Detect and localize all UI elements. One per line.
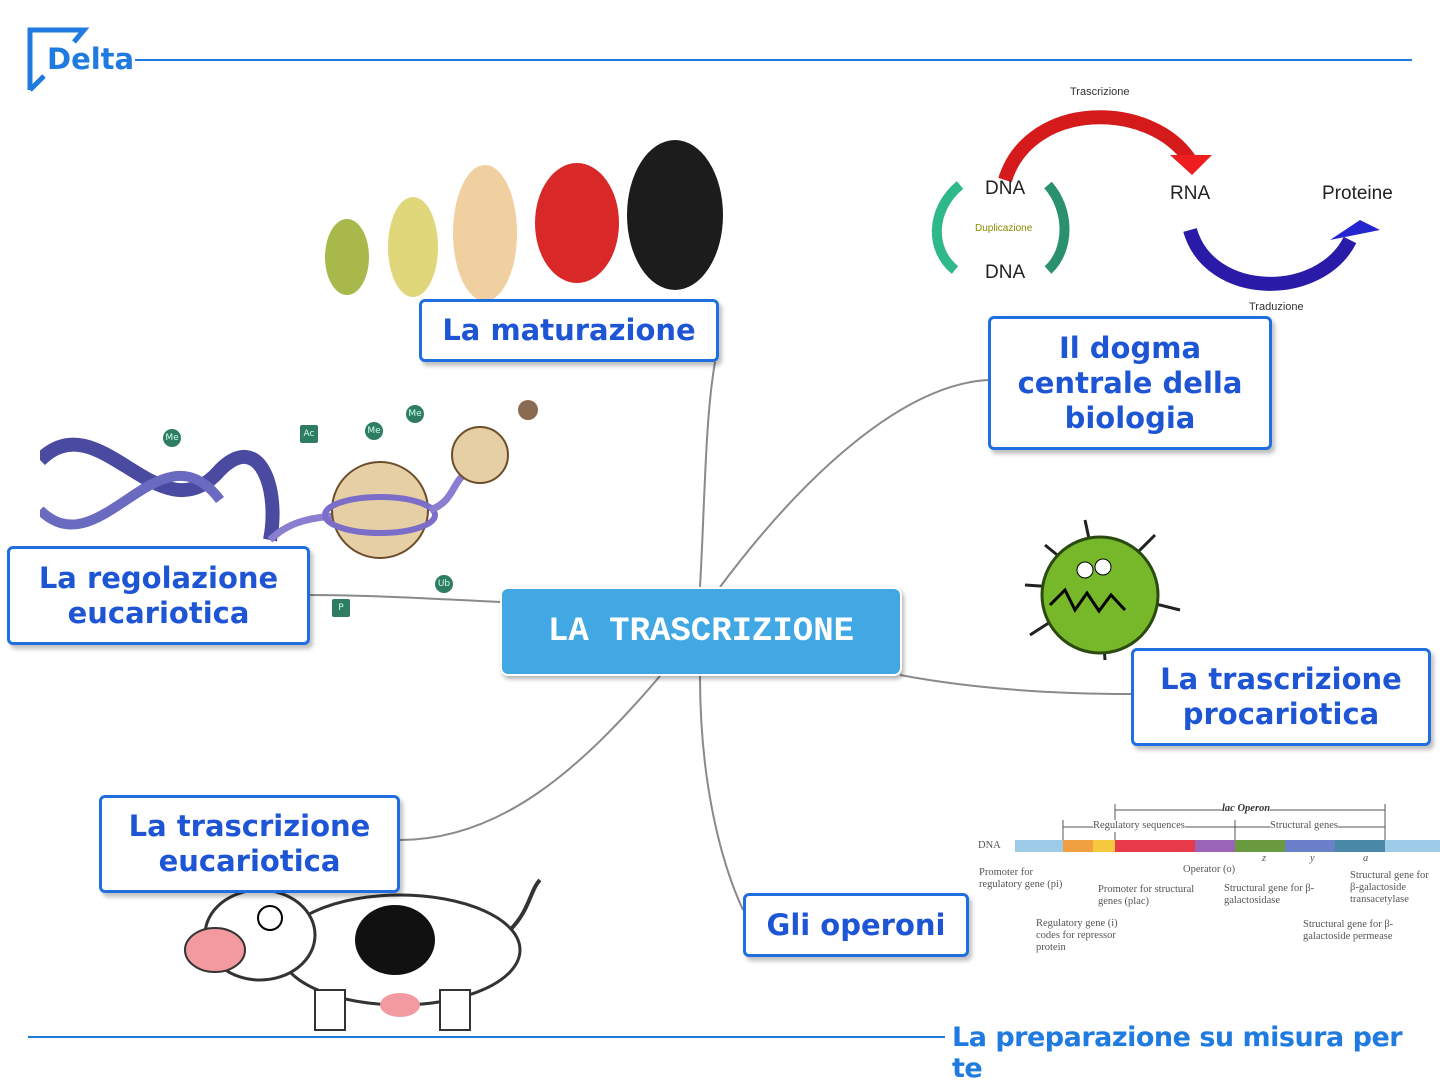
z-description: Structural gene for β-galactosidase xyxy=(1224,883,1315,906)
header-divider xyxy=(135,59,1412,61)
mulberry-ripening-image xyxy=(325,140,723,301)
gene-a-label: a xyxy=(1363,853,1369,864)
bacterium-cartoon-image xyxy=(1024,519,1181,661)
promoter-structural-label: Promoter for structural genes (plac) xyxy=(1098,884,1195,907)
a-description: Structural gene for β-galactoside transa… xyxy=(1350,870,1429,905)
node-operoni[interactable]: Gli operoni xyxy=(743,893,969,957)
node-trascrizione-eucariotica[interactable]: La trascrizione eucariotica xyxy=(99,795,400,893)
gene-z-label: z xyxy=(1262,853,1267,864)
chromatin-dna-image xyxy=(40,400,538,559)
phospho-tag: P xyxy=(332,599,350,617)
dna-label-top: DNA xyxy=(985,178,1026,199)
y-description: Structural gene for β-galactoside permea… xyxy=(1303,919,1394,942)
node-trascrizione-procariotica[interactable]: La trascrizione procariotica xyxy=(1131,648,1431,746)
node-maturazione[interactable]: La maturazione xyxy=(419,299,719,362)
lac-operon-label: lac Operon xyxy=(1222,803,1271,815)
dna-label-bottom: DNA xyxy=(985,262,1026,283)
delta-logo-icon xyxy=(27,27,90,92)
methyl-tag: Me xyxy=(406,405,424,423)
gene-y-label: y xyxy=(1310,853,1315,864)
logo-text: Delta xyxy=(47,42,135,76)
regulatory-seq-label: Regulatory sequences xyxy=(1093,820,1185,832)
footer-divider xyxy=(28,1036,945,1038)
footer-tagline: La preparazione su misura per te xyxy=(952,1022,1403,1084)
operator-label: Operator (o) xyxy=(1183,864,1236,875)
node-regolazione-eucariotica[interactable]: La regolazione eucariotica xyxy=(7,546,310,645)
rna-label: RNA xyxy=(1170,183,1211,204)
structural-genes-label: Structural genes xyxy=(1270,820,1338,832)
promoter-regulatory-label: Promoter for regulatory gene (pi) xyxy=(979,867,1063,890)
proteins-label: Proteine xyxy=(1322,183,1393,204)
duplication-label: Duplicazione xyxy=(975,223,1033,234)
translation-label: Traduzione xyxy=(1249,301,1304,313)
ubiquitin-tag: Ub xyxy=(435,575,453,593)
dna-label: DNA xyxy=(978,840,1001,851)
central-node-trascrizione[interactable]: LA TRASCRIZIONE xyxy=(500,587,902,676)
regulatory-gene-label: Regulatory gene (i) codes for repressor … xyxy=(1036,918,1118,953)
methyl-tag: Me xyxy=(365,422,383,440)
acetyl-tag: Ac xyxy=(300,425,318,443)
node-dogma-centrale[interactable]: Il dogma centrale della biologia xyxy=(988,316,1272,450)
methyl-tag: Me xyxy=(163,429,181,447)
transcription-label: Trascrizione xyxy=(1070,86,1130,98)
cow-cartoon-image xyxy=(184,878,542,1031)
central-dogma-arrows xyxy=(931,110,1380,291)
